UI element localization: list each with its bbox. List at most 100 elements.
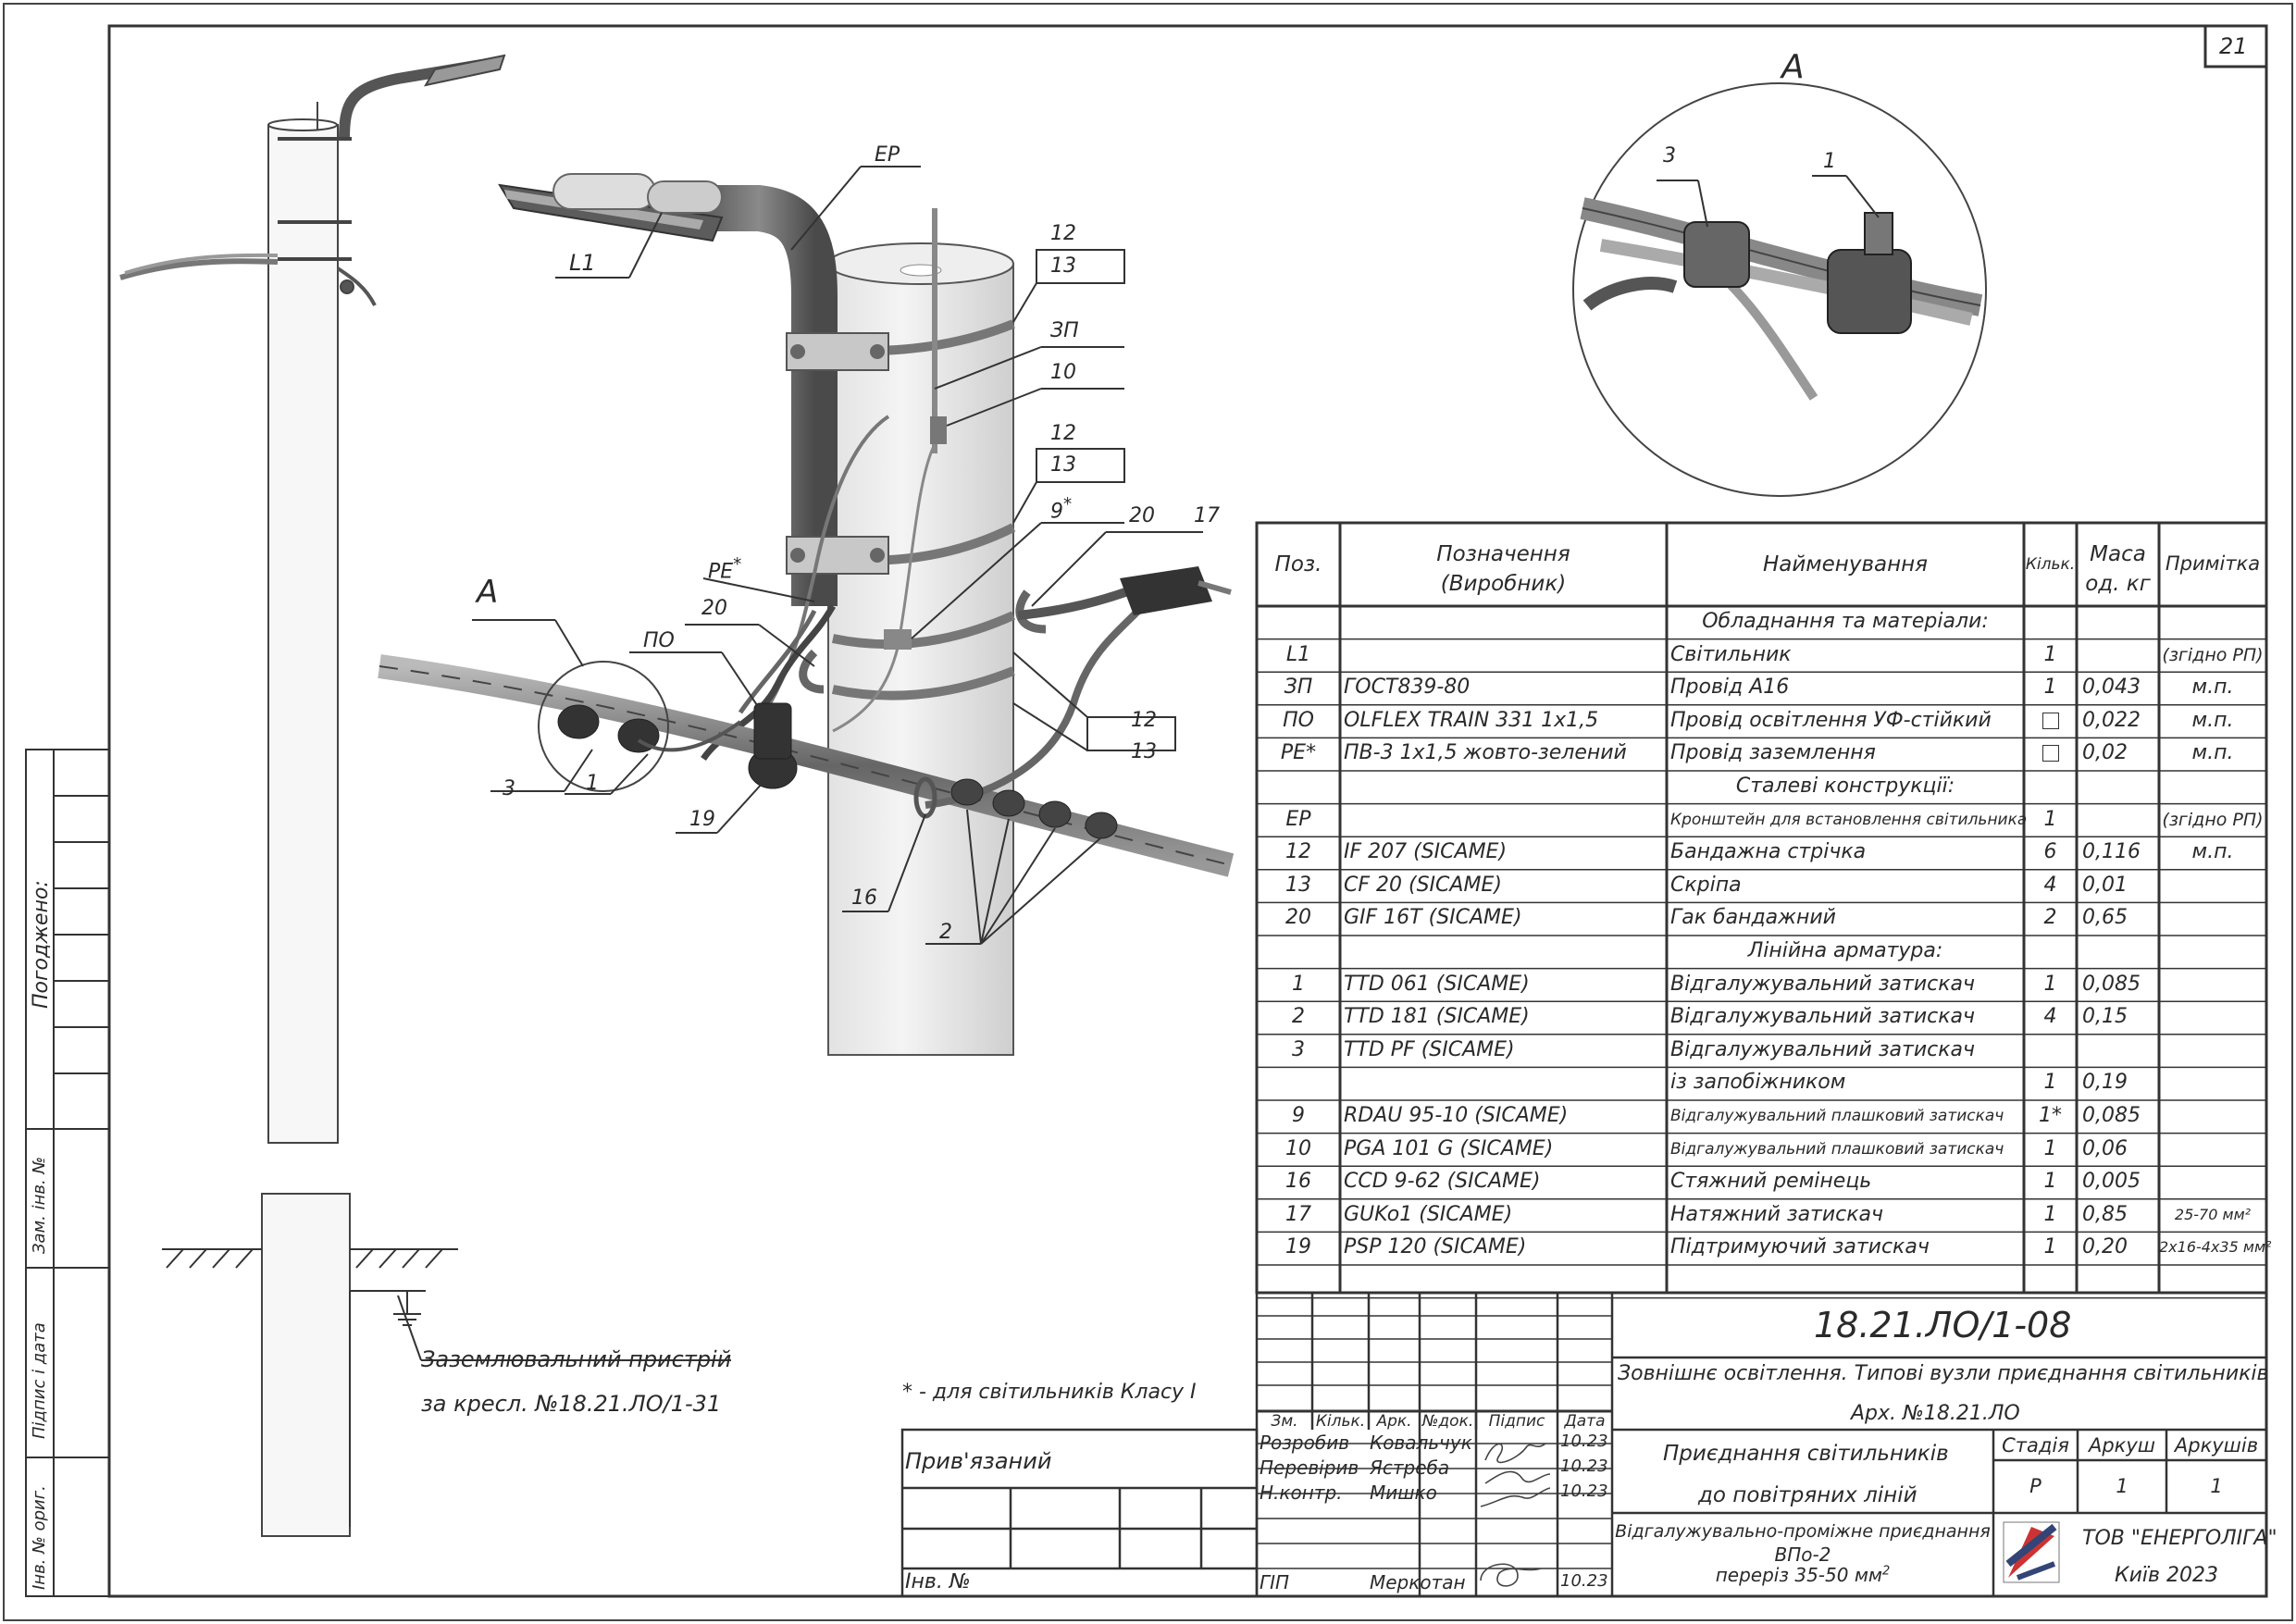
- variant-2: ВПо-2: [1774, 1543, 1831, 1566]
- cell-pos: ПО: [1283, 708, 1314, 732]
- person-name: Ковальчук: [1370, 1432, 1472, 1454]
- cell-mass: 0,15: [2082, 1005, 2128, 1029]
- cell-note: м.п.: [2191, 676, 2234, 700]
- abc-cable: [378, 566, 1235, 877]
- cell-note: [2159, 1100, 2266, 1132]
- cell-des: [1344, 804, 1663, 836]
- col-header: Підпис: [1488, 1412, 1545, 1431]
- inv-orig-label: Інв. № ориг.: [30, 1485, 49, 1590]
- callout-pe: РЕ*: [708, 555, 741, 583]
- person-name: Ястреба: [1370, 1457, 1450, 1479]
- cell-name: Натяжний затискач: [1670, 1202, 1884, 1226]
- callout-3: 3: [503, 777, 515, 800]
- cell-qty: [2024, 1035, 2077, 1066]
- cell-name: Відгалужувальний плашковий затискач: [1670, 1107, 2004, 1125]
- cell-qty: 1: [2043, 676, 2057, 700]
- cell-des: TTD 061 (SICAME): [1344, 972, 1530, 996]
- detail-view-a: [1572, 82, 1987, 497]
- sheets-label: Аркушів: [2174, 1434, 2259, 1457]
- variant-3-text: переріз 35-50 мм: [1715, 1564, 1882, 1586]
- city-year: Київ 2023: [2115, 1564, 2218, 1587]
- bound-label: Прив'язаний: [905, 1448, 1052, 1474]
- leader-lines: [472, 166, 1203, 945]
- cell-mass: 0,116: [2082, 840, 2141, 864]
- inv-label: Інв. №: [905, 1570, 971, 1593]
- detail-a-marker: [538, 661, 669, 792]
- cell-mass: [2082, 639, 2159, 671]
- cell-note: (згідно РП): [2162, 644, 2264, 665]
- agreed-label: Погоджено:: [30, 880, 53, 1009]
- sheet-number-box: [2203, 24, 2268, 68]
- spec-table-rows: [1257, 638, 2266, 1299]
- cell-mass: 0,02: [2082, 741, 2128, 765]
- left-strip: [25, 749, 110, 1597]
- detail-view-title: А: [1781, 48, 1805, 86]
- sheets-value: 1: [2210, 1475, 2223, 1497]
- sheet-title-1: Приєднання світильників: [1663, 1442, 1949, 1466]
- cell-mass: 0,20: [2082, 1235, 2128, 1259]
- cell-qty: 1: [2043, 1170, 2057, 1194]
- bound-table: [900, 1428, 1259, 1598]
- callout-9-num: 9: [1050, 500, 1063, 524]
- cell-qty: 4: [2043, 873, 2057, 897]
- variant-3: переріз 35-50 мм2: [1612, 1564, 1993, 1586]
- callout-pe-text: РЕ: [708, 560, 734, 584]
- callout-19: 19: [689, 808, 715, 831]
- side-view-pole: [119, 54, 506, 1537]
- cell-name: Відгалужувальний затискач: [1670, 972, 1975, 996]
- callout-a: А: [477, 574, 499, 611]
- cell-des: RDAU 95-10 (SICAME): [1344, 1104, 1569, 1127]
- stage-value: Р: [2029, 1475, 2042, 1497]
- company-name: ТОВ "ЕНЕРГОЛІГА": [2082, 1527, 2277, 1550]
- cell-note: (згідно РП): [2162, 809, 2264, 830]
- cell-note: [2159, 969, 2266, 1000]
- sign-date-label: Підпис і дата: [30, 1322, 49, 1439]
- person-name: Мишко: [1370, 1481, 1437, 1504]
- cell-note: м.п.: [2191, 708, 2234, 732]
- grounding-note-line1: Заземлювальний пристрій: [421, 1346, 732, 1372]
- ground-line: [162, 1248, 731, 1527]
- cell-pos: 16: [1285, 1170, 1311, 1194]
- cell-des: GIF 16T (SICAME): [1344, 906, 1522, 930]
- cell-mass: 0,01: [2082, 873, 2128, 897]
- cell-pos: 1: [1292, 972, 1305, 996]
- cell-pos: 20: [1285, 906, 1311, 930]
- person-role: Н.контр.: [1260, 1481, 1343, 1504]
- callout-po: ПО: [643, 629, 675, 652]
- person-date: 10.23: [1560, 1432, 1608, 1451]
- cell-des: TTD PF (SICAME): [1344, 1037, 1515, 1061]
- cell-des: TTD 181 (SICAME): [1344, 1005, 1530, 1029]
- cell-qty: 1: [2043, 1136, 2057, 1160]
- sheet-label: Аркуш: [2088, 1434, 2156, 1457]
- cell-name: Провід заземлення: [1670, 741, 1876, 765]
- callout-l1: L1: [569, 250, 596, 276]
- section-header: Обладнання та матеріали:: [1702, 610, 1989, 633]
- person-role: Перевірив: [1260, 1457, 1359, 1479]
- cell-pos: 2: [1292, 1005, 1305, 1029]
- callout-13b: 13: [1050, 453, 1076, 477]
- cell-pos: 3: [1292, 1037, 1305, 1061]
- cell-note: [2159, 1134, 2266, 1165]
- cell-qty: 1*: [2039, 1104, 2062, 1127]
- cell-note: м.п.: [2191, 840, 2234, 864]
- cell-mass: 0,085: [2082, 1104, 2141, 1127]
- cell-des: [1344, 639, 1663, 671]
- cell-mass: 0,85: [2082, 1202, 2128, 1226]
- sheet-number: 21: [2219, 33, 2248, 59]
- cell-des: IF 207 (SICAME): [1344, 840, 1508, 864]
- unit-box-icon: [2042, 712, 2059, 729]
- cell-name: Стяжний ремінець: [1670, 1170, 1872, 1194]
- callout-2: 2: [939, 921, 952, 944]
- cell-mass: 0,085: [2082, 972, 2141, 996]
- cell-qty: 4: [2043, 1005, 2057, 1029]
- col-header: Кільк.: [1315, 1412, 1366, 1431]
- person-date: 10.23: [1560, 1481, 1608, 1501]
- callout-pe-sup: *: [733, 555, 742, 575]
- cell-name: із запобіжником: [1670, 1071, 1846, 1095]
- col-header: Зм.: [1271, 1412, 1298, 1431]
- cell-pos: 19: [1285, 1235, 1311, 1259]
- cell-pos: 10: [1285, 1136, 1311, 1160]
- section-header: Сталеві конструкції:: [1735, 775, 1955, 798]
- detail-callout-1: 1: [1823, 150, 1836, 173]
